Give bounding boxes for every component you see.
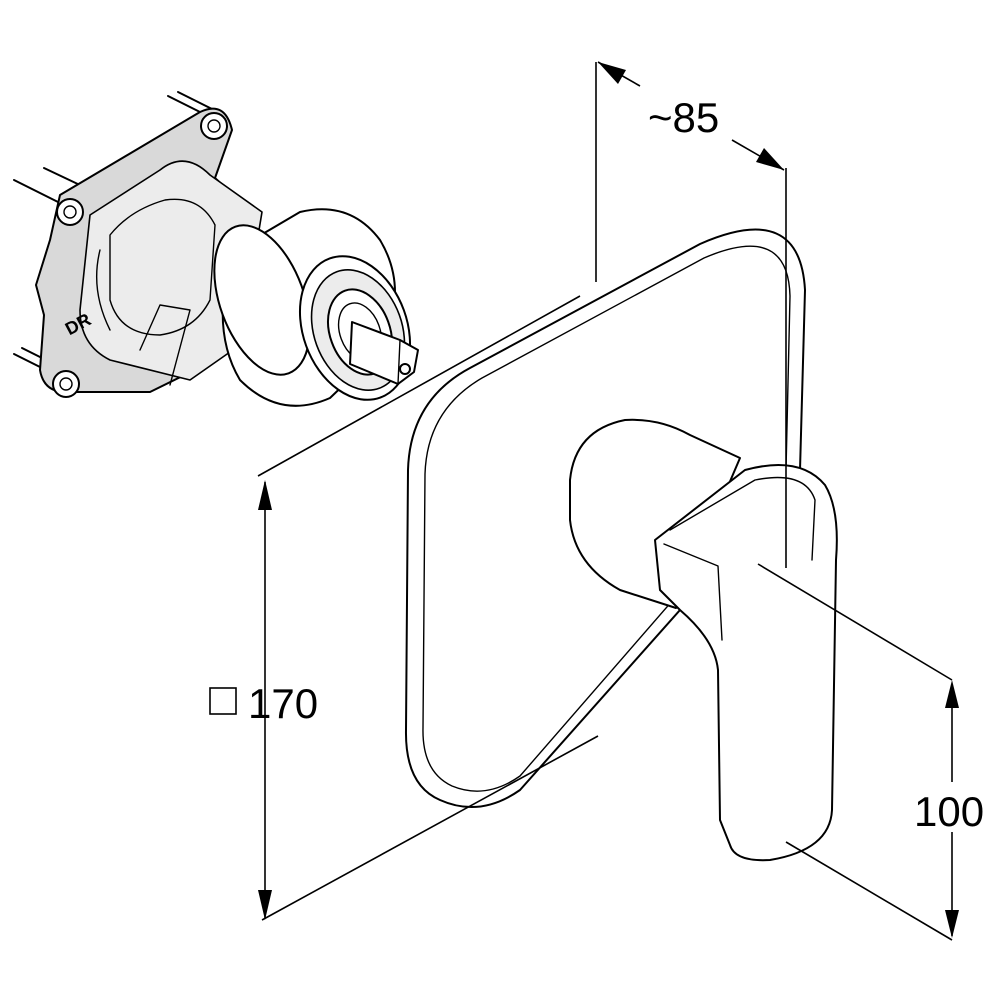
square-label: 170 bbox=[248, 680, 318, 727]
spindle bbox=[349, 321, 419, 385]
height-label: 100 bbox=[914, 788, 984, 835]
mixer-lever bbox=[569, 418, 838, 862]
cartridge bbox=[213, 208, 412, 407]
dimension-square: 170 bbox=[209, 295, 599, 921]
concealed-valve-body: DR bbox=[13, 91, 419, 407]
screw-heads bbox=[52, 112, 228, 398]
dimension-depth: ~85 bbox=[595, 61, 787, 568]
rosette-inner bbox=[422, 245, 791, 792]
depth-label: ~85 bbox=[648, 94, 719, 141]
square-outline-icon bbox=[209, 687, 237, 715]
dimension-height: 100 bbox=[757, 563, 984, 941]
